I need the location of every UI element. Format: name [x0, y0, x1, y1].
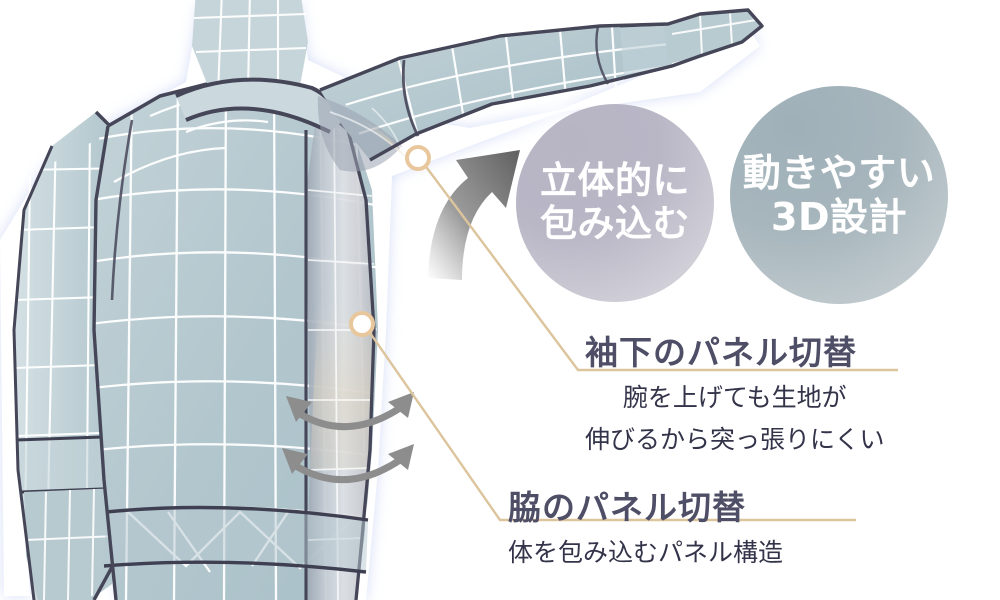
- callout-side-panel: 脇のパネル切替 体を包み込むパネル構造: [508, 488, 784, 569]
- leader-line-side-panel: [367, 329, 856, 522]
- callout-sleeve-under-body-line1: 腕を上げても生地が: [622, 382, 847, 412]
- badge-3d-wrap-line1: 立体的に: [540, 159, 690, 203]
- badge-easy-move: 動きやすい 3D設計: [730, 86, 948, 304]
- stretch-arrow-heads: [282, 392, 414, 474]
- callout-sleeve-under-panel: 袖下のパネル切替 腕を上げても生地が 伸びるから突っ張りにくい: [585, 333, 885, 456]
- callout-side-panel-body-line1: 体を包み込むパネル構造: [508, 537, 784, 567]
- callout-side-panel-heading: 脇のパネル切替: [508, 488, 746, 527]
- callout-sleeve-under-body-line2: 伸びるから突っ張りにくい: [585, 424, 885, 454]
- marker-sleeve-under: [405, 145, 431, 171]
- marker-side-panel: [349, 311, 375, 337]
- callout-sleeve-under-heading: 袖下のパネル切替: [585, 333, 857, 372]
- badge-easy-move-line1: 動きやすい: [742, 150, 936, 195]
- callout-markers: [349, 145, 431, 337]
- shoulder-lift-curved-arrow: [428, 150, 520, 280]
- callout-leader-lines: [367, 163, 898, 522]
- sleeve-right-raised: [317, 8, 764, 172]
- leader-line-sleeve-under: [423, 163, 898, 372]
- badge-3d-wrap-line2: 包み込む: [540, 202, 690, 245]
- badge-easy-move-line2: 3D設計: [771, 195, 907, 239]
- side-stretch-arrows: [292, 404, 404, 484]
- badge-3d-wrap: 立体的に 包み込む: [516, 104, 714, 302]
